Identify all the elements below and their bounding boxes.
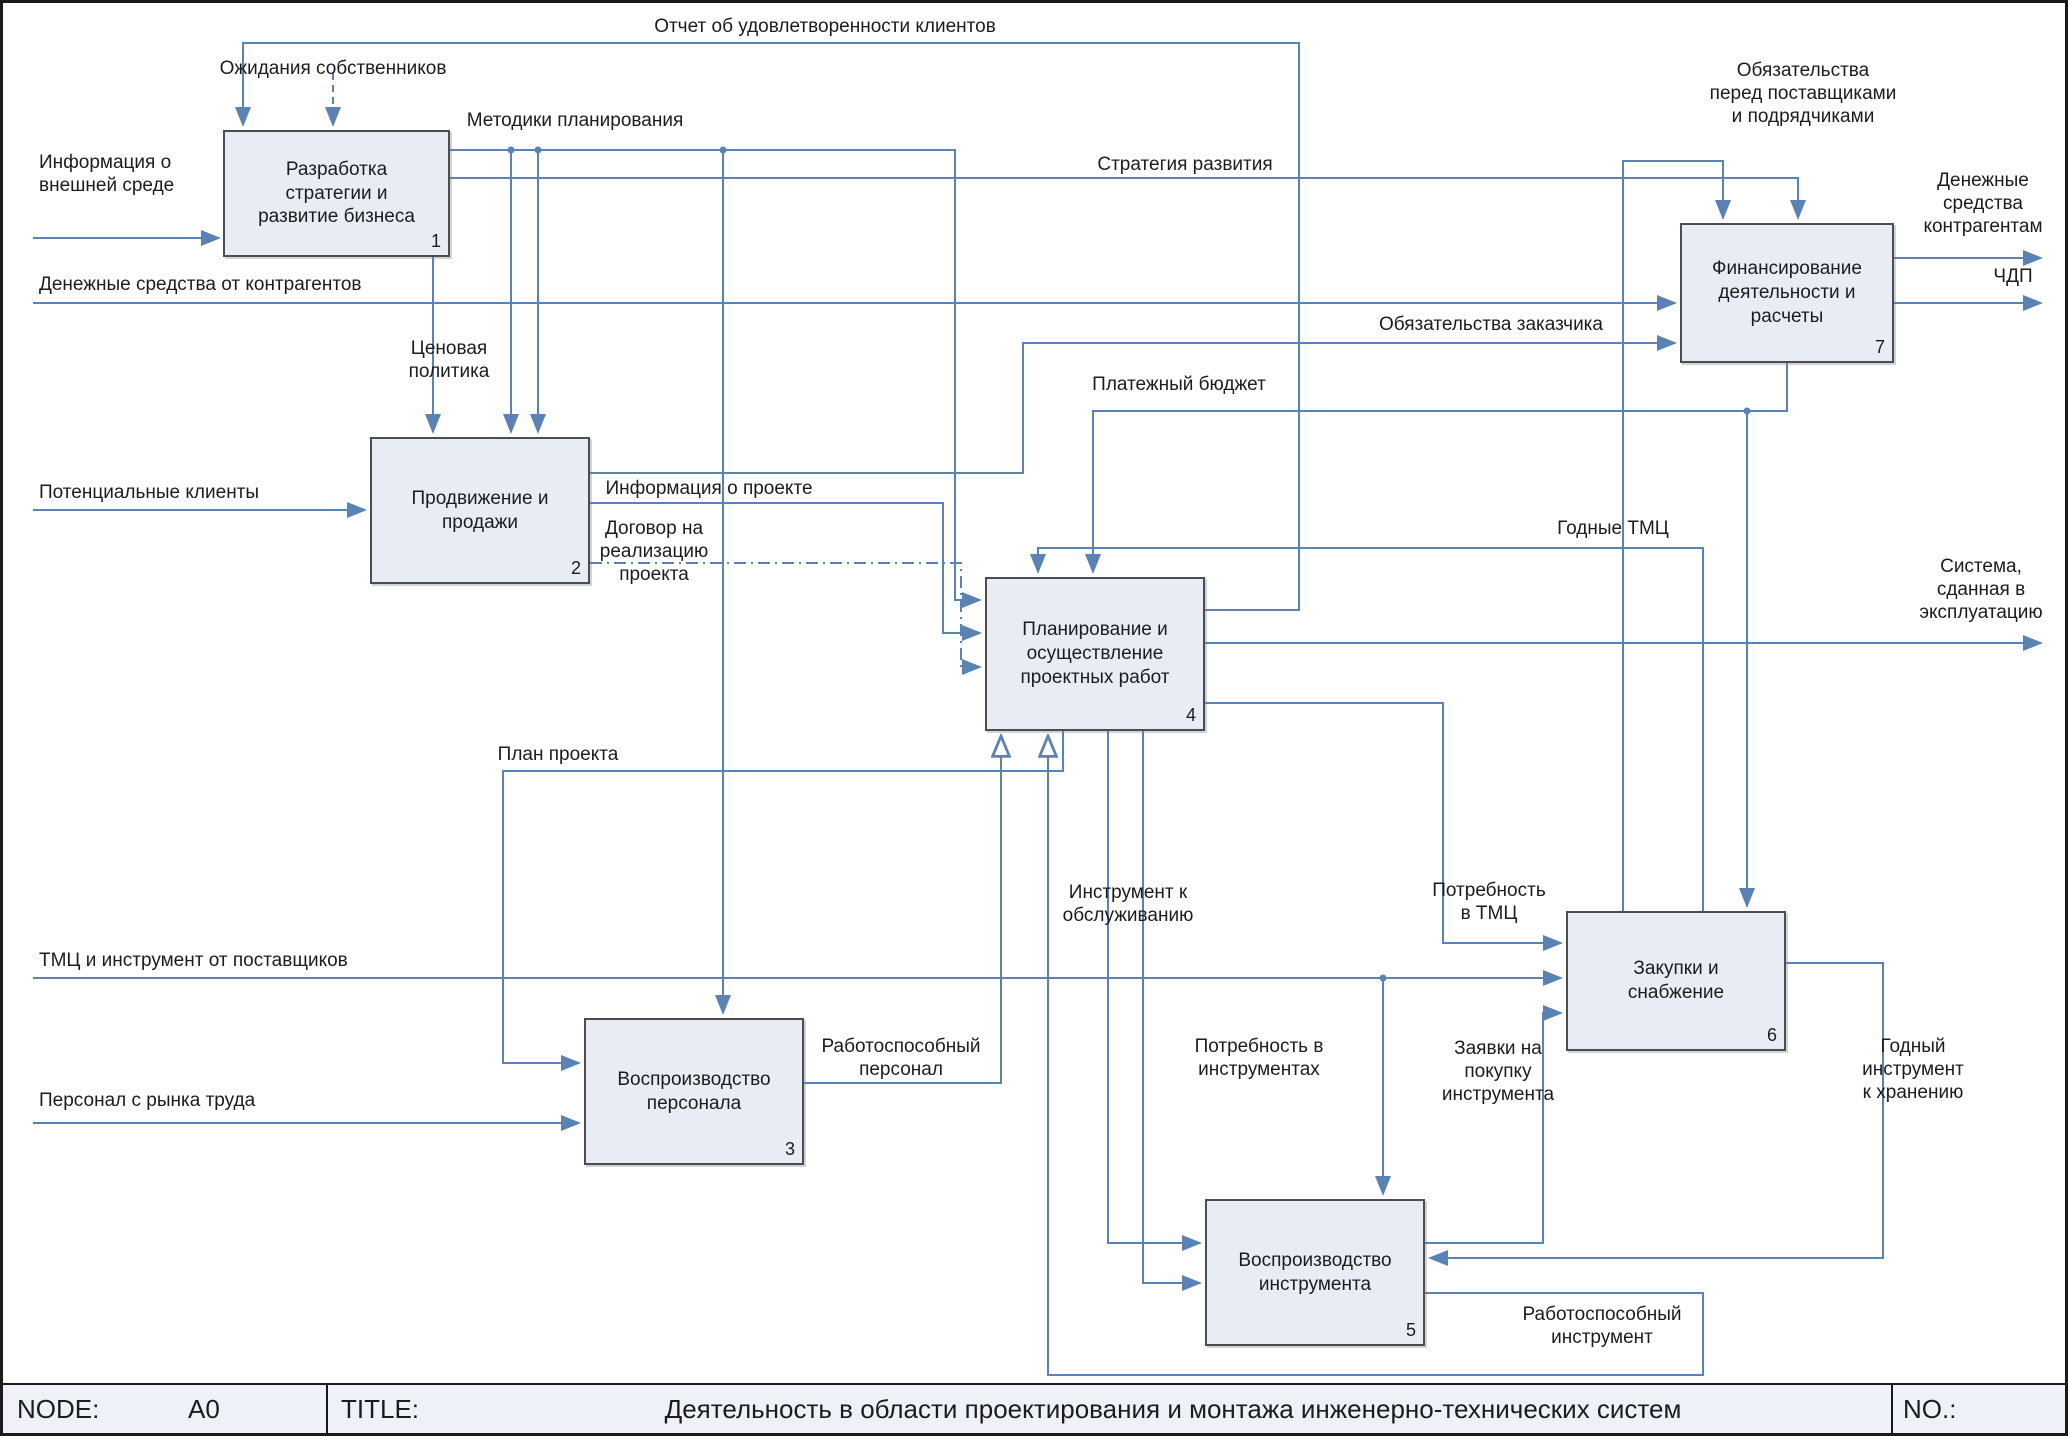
footer-divider bbox=[1891, 1385, 1893, 1433]
label-project-contract: Договор на реализацию проекта bbox=[599, 518, 709, 586]
arrow-tool-need bbox=[1142, 731, 1202, 1291]
footer-divider bbox=[326, 1385, 328, 1433]
junction-dot bbox=[719, 146, 727, 154]
label-price-policy: Ценовая политика bbox=[408, 338, 490, 383]
title-label: TITLE: bbox=[341, 1393, 420, 1424]
arrow-purchase-requests bbox=[1425, 1005, 1563, 1244]
function-box-strategy: Разработка стратегии и развитие бизнеса … bbox=[223, 130, 450, 257]
junction-dot bbox=[1379, 974, 1387, 982]
label-owner-expectations: Ожидания собственников bbox=[219, 58, 447, 79]
label-tool-to-storage: Годный инструмент к хранению bbox=[1862, 1036, 1964, 1104]
function-box-tools: Воспроизводство инструмента 5 bbox=[1205, 1199, 1425, 1346]
box-number: 5 bbox=[1405, 1319, 1416, 1340]
title-value: Деятельность в области проектирования и … bbox=[664, 1393, 1682, 1424]
box-label: Продвижение и продажи bbox=[411, 487, 549, 533]
box-number: 3 bbox=[784, 1138, 795, 1159]
box-label: Воспроизводство персонала bbox=[617, 1068, 771, 1114]
arrow-customer-obligations bbox=[590, 335, 1677, 474]
arrow-supplier-obligations bbox=[1622, 160, 1731, 911]
node-label: NODE: bbox=[17, 1393, 100, 1424]
function-box-procurement: Закупки и снабжение 6 bbox=[1566, 911, 1786, 1051]
diagram-canvas: Разработка стратегии и развитие бизнеса … bbox=[3, 3, 2065, 1383]
arrow-development-strategy bbox=[450, 177, 1806, 220]
arrow-tool-to-maintenance bbox=[1107, 731, 1202, 1251]
arrow-capable-personnel bbox=[804, 737, 1001, 1084]
label-purchase-requests: Заявки на покупку инструмента bbox=[1441, 1038, 1555, 1106]
label-external-info: Информация о внешней среде bbox=[39, 152, 175, 197]
label-capable-tool: Работоспособный инструмент bbox=[1522, 1304, 1682, 1349]
label-personnel-from-market: Персонал с рынка труда bbox=[39, 1090, 256, 1111]
label-supplier-obligations: Обязательства перед поставщиками и подря… bbox=[1709, 60, 1897, 128]
box-label: Воспроизводство инструмента bbox=[1238, 1249, 1392, 1295]
box-number: 4 bbox=[1185, 704, 1196, 725]
box-number: 6 bbox=[1766, 1024, 1777, 1045]
label-planning-methods: Методики планирования bbox=[466, 110, 684, 131]
arrow-payment-budget bbox=[1085, 363, 1788, 574]
label-satisfaction-report: Отчет об удовлетворенности клиентов bbox=[654, 16, 996, 37]
node-value: A0 bbox=[188, 1393, 220, 1424]
arrow-project-contract bbox=[590, 562, 982, 675]
box-number: 2 bbox=[570, 557, 581, 578]
no-label: NO.: bbox=[1903, 1393, 1957, 1424]
arrow-satisfaction-report bbox=[235, 42, 1300, 611]
label-good-tmc: Годные ТМЦ bbox=[1557, 518, 1669, 539]
label-tool-need: Потребность в инструментах bbox=[1194, 1036, 1324, 1081]
arrow-project-plan bbox=[502, 731, 1064, 1071]
junction-dot bbox=[507, 146, 515, 154]
label-project-plan: План проекта bbox=[497, 744, 619, 765]
label-money-from-counterparties: Денежные средства от контрагентов bbox=[39, 274, 362, 295]
box-label: Разработка стратегии и развитие бизнеса bbox=[258, 158, 415, 228]
box-number: 1 bbox=[430, 230, 441, 251]
arrow-layer bbox=[33, 42, 2043, 1376]
function-box-sales: Продвижение и продажи 2 bbox=[370, 437, 590, 584]
label-capable-personnel: Работоспособный персонал bbox=[821, 1036, 981, 1081]
arrow-planning-methods bbox=[450, 149, 982, 608]
box-number: 7 bbox=[1874, 336, 1885, 357]
label-system-delivered: Система, сданная в эксплуатацию bbox=[1919, 556, 2043, 624]
label-money-to-counterparties: Денежные средства контрагентам bbox=[1923, 170, 2043, 238]
label-customer-obligations: Обязательства заказчика bbox=[1379, 314, 1603, 335]
arrow-good-tmc bbox=[1030, 547, 1704, 911]
arrow-capable-tool bbox=[1048, 737, 1704, 1376]
function-box-personnel: Воспроизводство персонала 3 bbox=[584, 1018, 804, 1165]
label-chdp: ЧДП bbox=[1993, 266, 2033, 287]
junction-dot bbox=[534, 146, 542, 154]
label-potential-clients: Потенциальные клиенты bbox=[39, 482, 260, 503]
box-label: Финансирование деятельности и расчеты bbox=[1712, 258, 1862, 327]
box-label: Планирование и осуществление проектных р… bbox=[1020, 619, 1170, 688]
label-tool-maintenance: Инструмент к обслуживанию bbox=[1062, 882, 1194, 927]
label-payment-budget: Платежный бюджет bbox=[1092, 374, 1266, 395]
label-project-info: Информация о проекте bbox=[605, 478, 813, 499]
arrow-tmc-need bbox=[1205, 702, 1563, 951]
function-box-project-work: Планирование и осуществление проектных р… bbox=[985, 577, 1205, 731]
label-tmc-need: Потребность в ТМЦ bbox=[1432, 880, 1546, 925]
function-box-financing: Финансирование деятельности и расчеты 7 bbox=[1680, 223, 1894, 363]
junction-dot bbox=[1743, 407, 1751, 415]
label-development-strategy: Стратегия развития bbox=[1097, 154, 1273, 175]
label-tmc-from-suppliers: ТМЦ и инструмент от поставщиков bbox=[39, 950, 348, 971]
arrow-tool-to-storage bbox=[1428, 962, 1884, 1266]
title-bar: NODE: A0 TITLE: Деятельность в области п… bbox=[3, 1383, 2065, 1433]
box-label: Закупки и снабжение bbox=[1627, 958, 1725, 1003]
